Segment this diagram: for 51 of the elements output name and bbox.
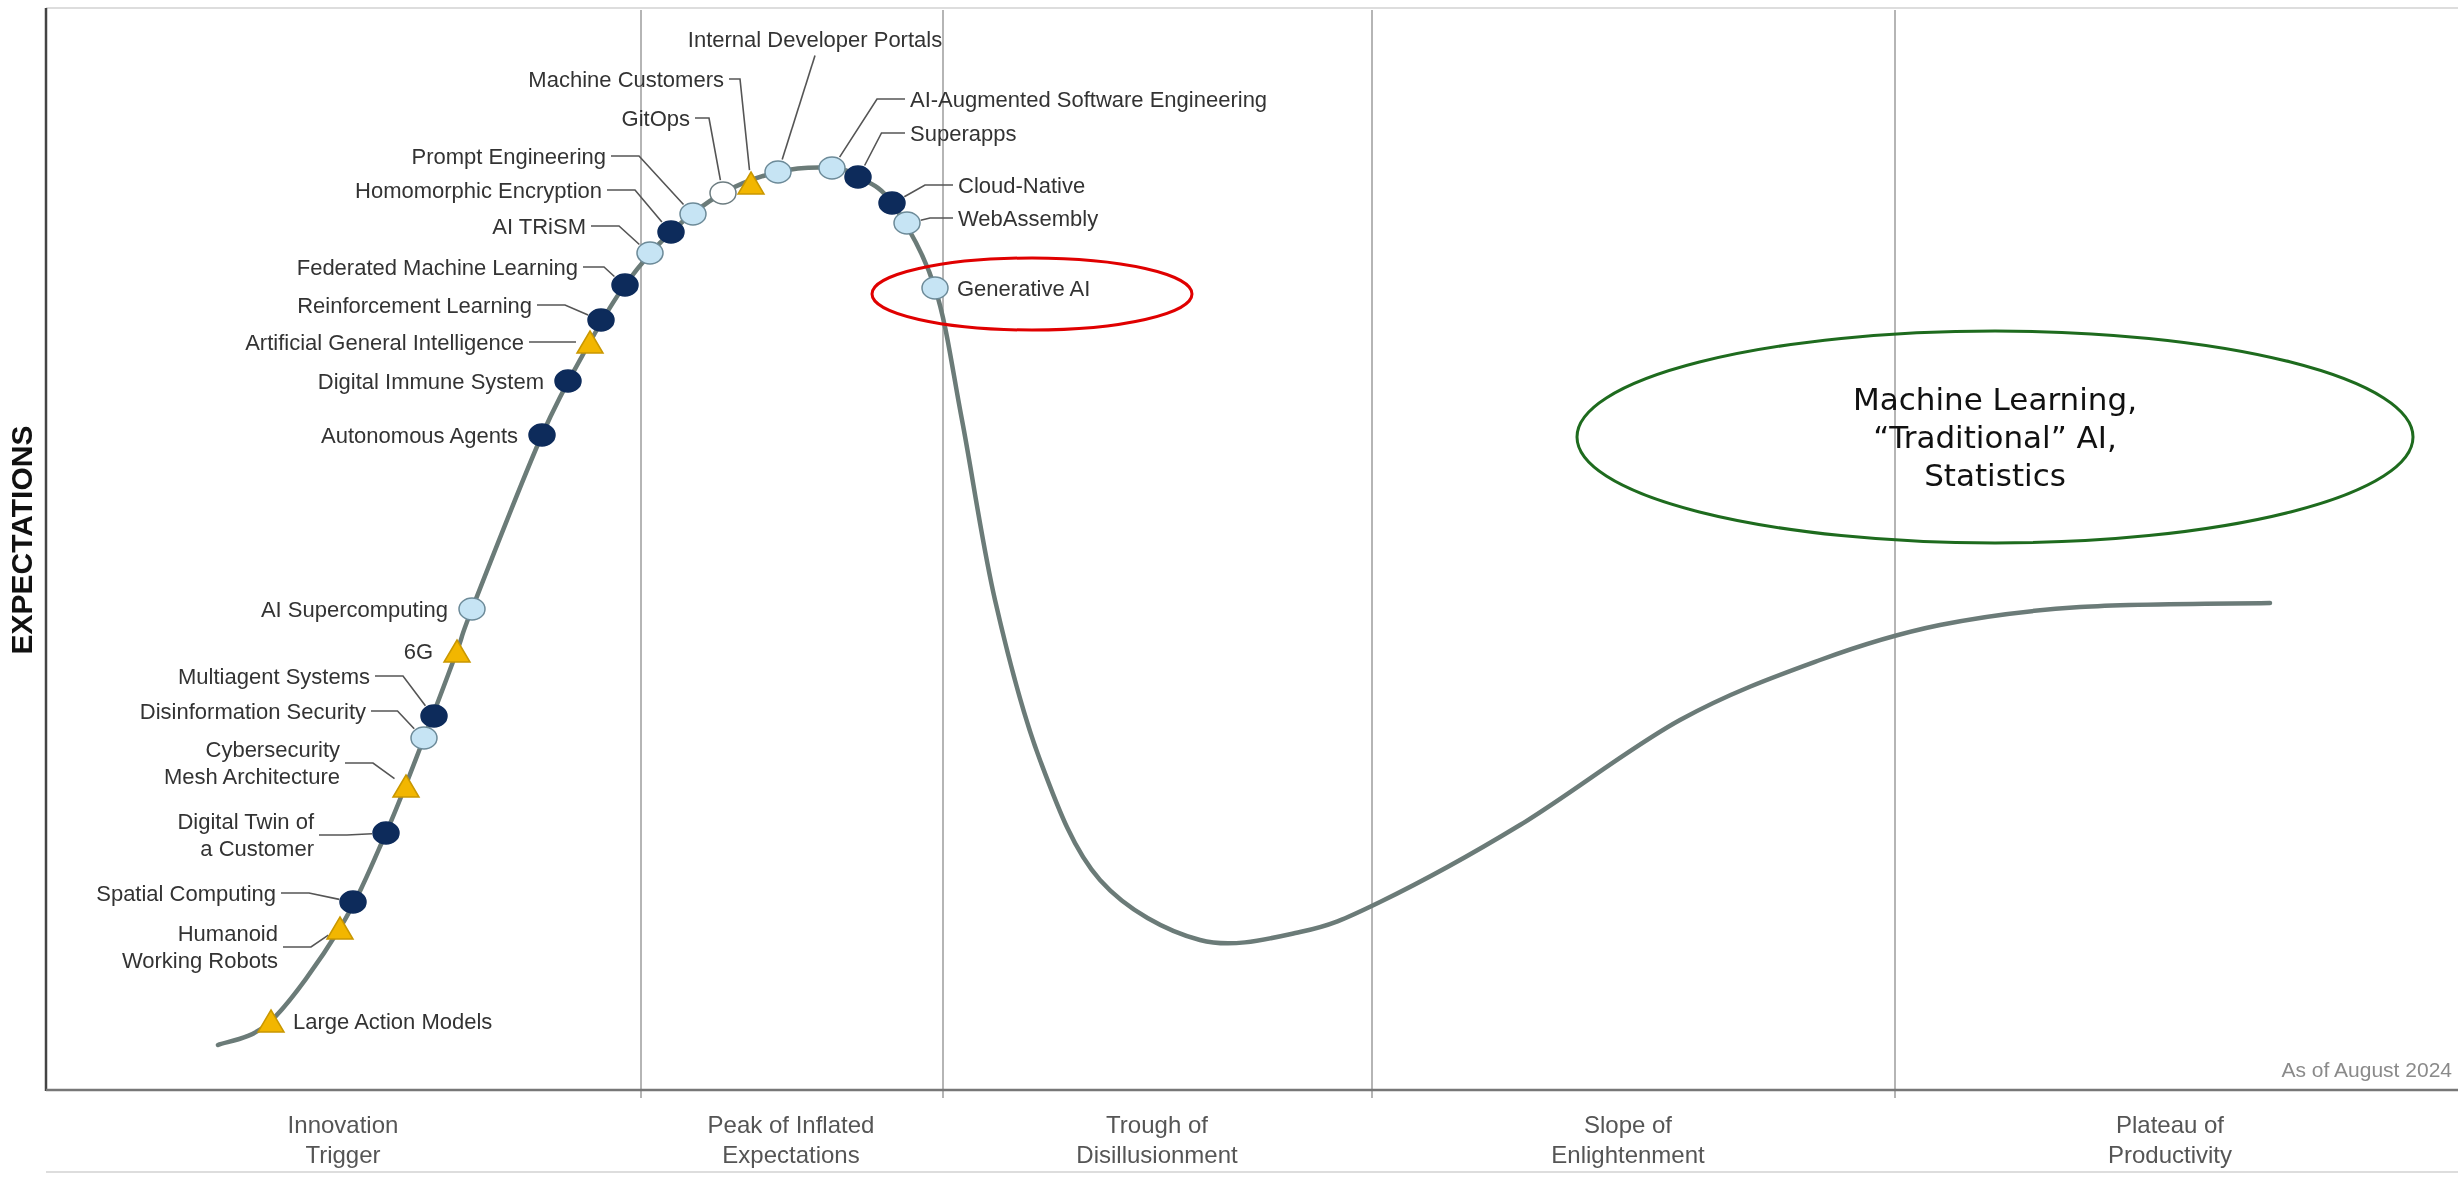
leader-line: [919, 217, 954, 221]
technology-label: Humanoid Working Robots: [108, 920, 278, 974]
phase-label: Trough of Disillusionment: [1075, 1110, 1239, 1170]
annotation-text: Machine Learning, “Traditional” AI, Statistics: [1851, 380, 2139, 494]
leader-line: [374, 675, 427, 707]
technology-label: Digital Immune System: [317, 367, 544, 395]
leader-line: [728, 78, 751, 171]
technology-label: Generative AI: [957, 274, 1091, 302]
phase-label: Plateau of Productivity: [2106, 1110, 2233, 1170]
technology-label: Artificial General Intelligence: [245, 328, 524, 356]
leader-line: [344, 762, 396, 780]
leader-line: [903, 184, 954, 198]
leader-line: [610, 155, 685, 206]
phase-label: Peak of Inflated Expectations: [706, 1110, 876, 1170]
leader-line: [280, 892, 341, 901]
technology-label: Homomorphic Encryption: [355, 176, 602, 204]
technology-label: WebAssembly: [958, 204, 1099, 232]
phase-label: Slope of Enlightenment: [1550, 1110, 1706, 1170]
leader-line: [590, 225, 641, 246]
technology-label: Disinformation Security: [139, 697, 366, 725]
technology-label: Cybersecurity Mesh Architecture: [155, 736, 340, 790]
technology-label: Machine Customers: [528, 65, 724, 93]
date-note: As of August 2024: [2281, 1058, 2452, 1082]
technology-label: 6G: [403, 637, 433, 665]
axis-title: EXPECTATIONS: [5, 425, 39, 655]
technology-label: Spatial Computing: [96, 879, 276, 907]
leader-line: [528, 341, 577, 343]
technology-label: Multiagent Systems: [178, 662, 370, 690]
technology-label: Federated Machine Learning: [296, 253, 578, 281]
technology-label: GitOps: [621, 104, 690, 132]
technology-label: AI TRiSM: [492, 212, 586, 240]
leader-line: [781, 54, 816, 161]
leader-line: [370, 710, 415, 730]
technology-label: Superapps: [910, 119, 1017, 147]
leader-line: [863, 132, 906, 167]
technology-label: AI-Augmented Software Engineering: [910, 85, 1268, 113]
technology-label: AI Supercomputing: [260, 595, 448, 623]
phase-label: Innovation Trigger: [286, 1110, 400, 1170]
leader-line: [318, 832, 373, 836]
leader-line: [838, 98, 906, 158]
technology-label: Reinforcement Learning: [297, 291, 532, 319]
leader-line: [694, 117, 722, 181]
technology-label: Digital Twin of a Customer: [173, 808, 314, 862]
technology-label: Autonomous Agents: [321, 421, 518, 449]
leader-line: [606, 189, 663, 223]
technology-label: Large Action Models: [293, 1007, 493, 1035]
technology-label: Cloud-Native: [958, 171, 1086, 199]
technology-label: Prompt Engineering: [411, 142, 606, 170]
leader-line: [582, 266, 616, 278]
leader-line: [536, 304, 589, 316]
technology-label: Internal Developer Portals: [687, 25, 943, 53]
